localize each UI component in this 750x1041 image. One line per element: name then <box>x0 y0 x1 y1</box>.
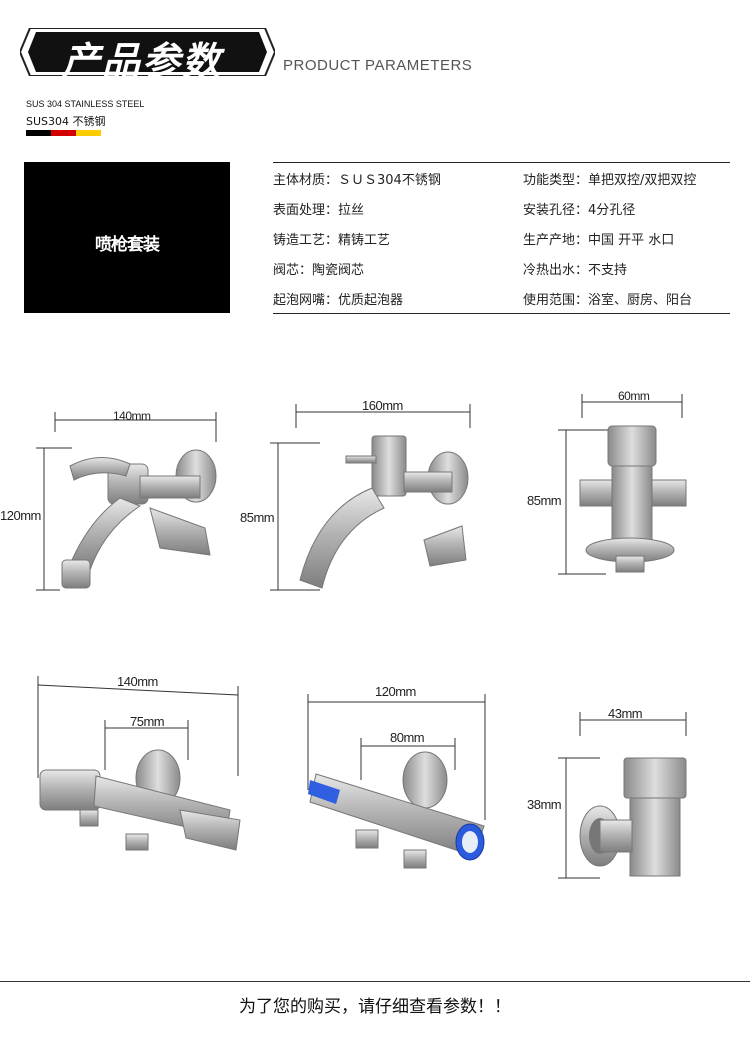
table-top-rule <box>273 162 730 163</box>
param-function: 功能类型：单把双控/双把双控 <box>523 173 697 188</box>
table-bottom-rule <box>273 313 730 314</box>
dim-p2-height: 85mm <box>240 510 275 525</box>
param-aerator: 起泡网嘴：优质起泡器 <box>273 293 404 308</box>
product-dual-outlet-valve <box>308 751 485 869</box>
product-diagrams <box>36 394 687 879</box>
dim-p3-width: 60mm <box>618 389 650 403</box>
footer-divider <box>0 981 750 982</box>
dim-p5-width: 120mm <box>375 684 416 699</box>
header-banner-shape <box>20 28 275 76</box>
param-origin: 生产产地：中国 开平 水口 <box>523 233 675 248</box>
param-casting: 铸造工艺：精铸工艺 <box>273 233 391 248</box>
product-faucet-1 <box>61 449 217 589</box>
page-subtitle: PRODUCT PARAMETERS <box>283 57 473 74</box>
param-material: 主体材质：ＳＵＳ304不锈钢 <box>273 173 441 188</box>
param-valve: 阀芯：陶瓷阀芯 <box>273 263 365 278</box>
dim-p4-width: 140mm <box>117 674 158 689</box>
page-title: 产品参数 <box>62 39 223 83</box>
product-angle-valve <box>579 425 687 573</box>
flag-stripe <box>26 130 101 136</box>
product-image-label: 喷枪套装 <box>95 235 160 255</box>
product-dual-valve <box>39 749 241 851</box>
param-usage: 使用范围：浴室、厨房、阳台 <box>523 293 693 308</box>
dim-p4-inner-width: 75mm <box>130 714 165 729</box>
product-image-box <box>24 162 230 313</box>
product-tee-fitting <box>579 757 687 877</box>
material-en: SUS 304 STAINLESS STEEL <box>26 99 145 109</box>
param-surface: 表面处理：拉丝 <box>273 203 365 218</box>
dim-p5-inner-width: 80mm <box>390 730 425 745</box>
param-hotcold: 冷热出水：不支持 <box>523 263 628 278</box>
dim-p2-width: 160mm <box>362 398 403 413</box>
dim-p6-height: 38mm <box>527 797 562 812</box>
param-hole: 安装孔径：4分孔径 <box>523 203 636 218</box>
material-cn: SUS304 不锈钢 <box>26 115 106 128</box>
dim-p6-width: 43mm <box>608 706 643 721</box>
dim-p1-height: 120mm <box>0 508 41 523</box>
product-faucet-2 <box>299 435 469 589</box>
dim-p1-width: 140mm <box>113 409 151 423</box>
footer-note: 为了您的购买，请仔细查看参数！！ <box>239 997 511 1017</box>
dim-p3-height: 85mm <box>527 493 562 508</box>
